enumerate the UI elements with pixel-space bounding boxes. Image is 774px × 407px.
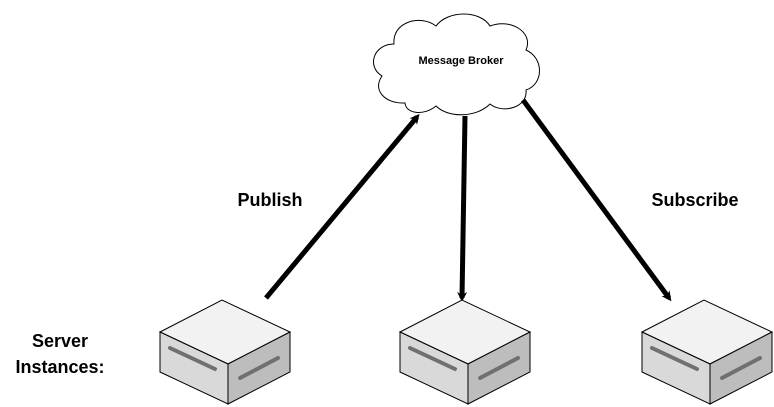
server-icon [398,299,532,405]
cloud-shape [372,13,540,116]
subscribe-label: Subscribe [651,190,738,210]
server-instance-1 [158,299,292,405]
broker-to-server-2-arrow [457,115,468,302]
publish-arrow [264,113,420,300]
broker-label: Message Broker [419,55,505,67]
subscribe-arrow [520,98,672,302]
server-instances-label-line1: Server [32,331,88,351]
server-instance-2 [398,299,532,405]
server-instances-label-line2: Instances: [15,357,104,377]
message-broker-cloud: Message Broker [372,13,540,116]
server-icon [640,299,774,405]
publish-label: Publish [237,190,302,210]
server-icon [158,299,292,405]
server-instance-3 [640,299,774,405]
